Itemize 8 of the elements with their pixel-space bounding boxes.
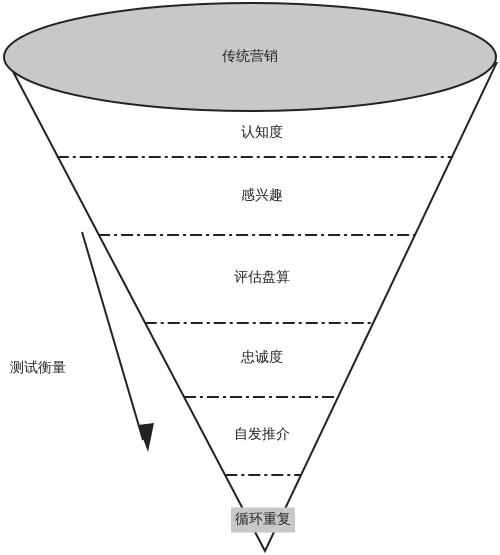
stage-label: 感兴趣: [241, 186, 283, 206]
stage-label: 自发推介: [234, 424, 290, 446]
ellipse-label: 传统营销: [222, 46, 278, 68]
stage-label: 忠诚度: [241, 348, 283, 368]
stage-box: 循环重复: [231, 508, 295, 532]
side-label: 测试衡量: [10, 359, 66, 378]
stage-label: 评估盘算: [234, 268, 290, 288]
stage-label: 认知度: [241, 122, 283, 144]
